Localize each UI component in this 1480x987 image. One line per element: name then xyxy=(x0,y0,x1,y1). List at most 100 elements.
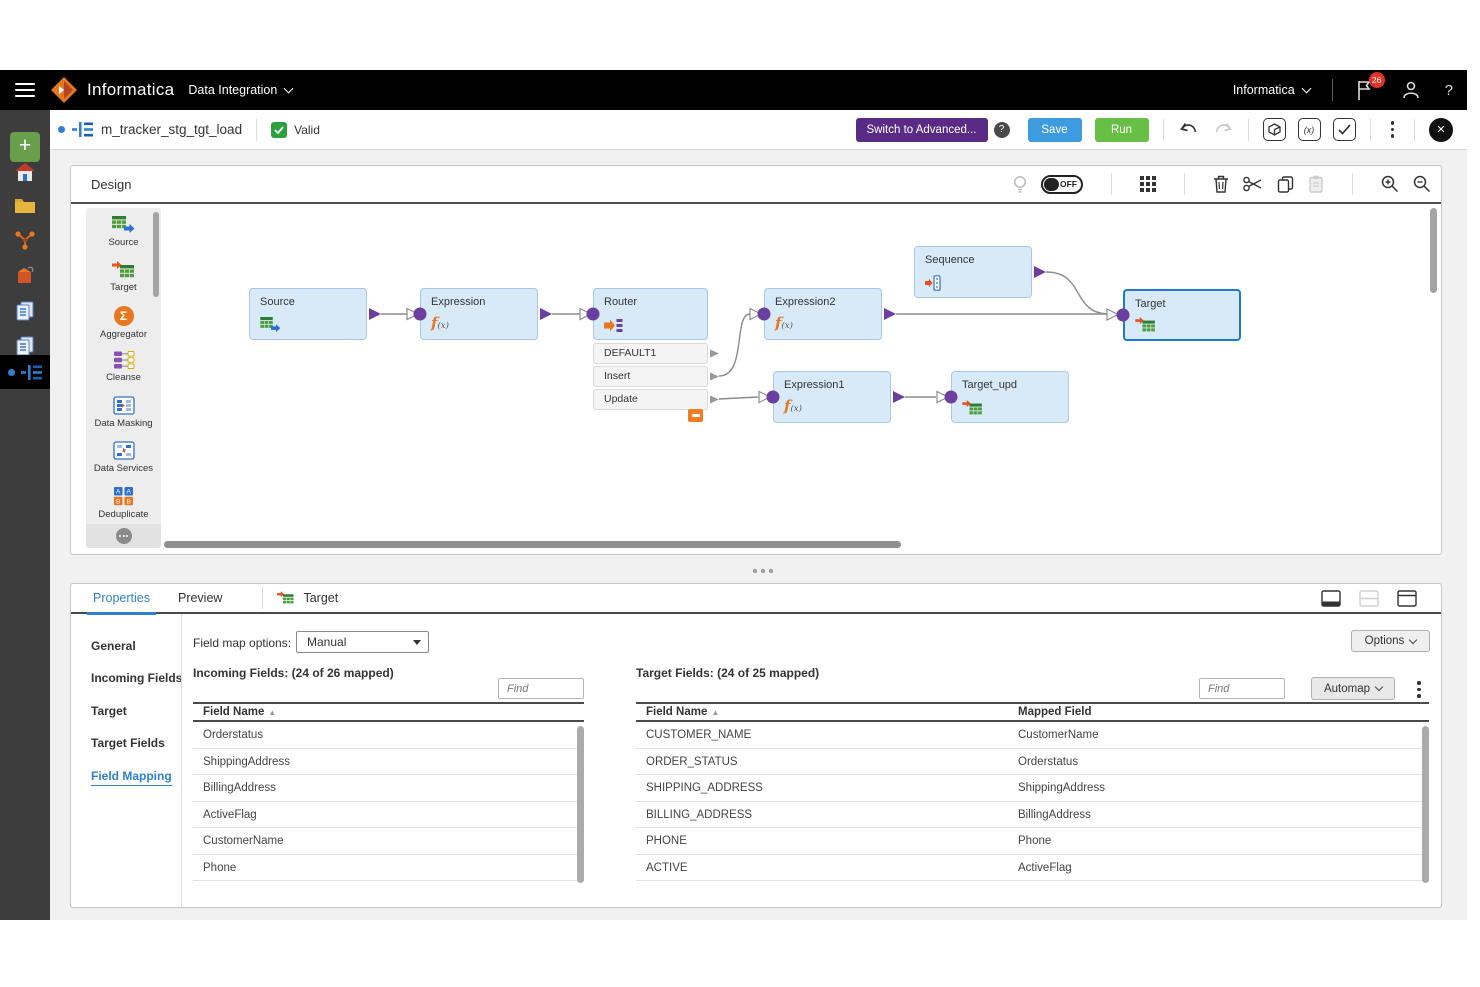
more-actions-menu[interactable] xyxy=(1385,119,1401,140)
palette-item-data-services[interactable]: Data Services xyxy=(86,441,161,474)
incoming-fields-title: Incoming Fields: (24 of 26 mapped) xyxy=(193,666,394,680)
table-row[interactable]: Orderstatus xyxy=(193,722,584,749)
canvas-node-router[interactable]: Router xyxy=(593,288,708,340)
cut-icon[interactable] xyxy=(1243,176,1263,192)
palette-item-aggregator[interactable]: Σ Aggregator xyxy=(86,306,161,340)
data-model-icon[interactable] xyxy=(1262,118,1286,141)
package-icon[interactable] xyxy=(14,264,36,286)
palette-item-target[interactable]: Target xyxy=(86,261,161,293)
explore-folder-icon[interactable] xyxy=(14,196,36,214)
target-table-menu[interactable] xyxy=(1411,679,1427,700)
layout-split-panel-icon[interactable] xyxy=(1359,589,1379,607)
canvas-node-source[interactable]: Source xyxy=(249,288,367,340)
canvas-node-expression1[interactable]: Expression1 f(x) xyxy=(773,371,891,423)
layout-top-panel-icon[interactable] xyxy=(1397,589,1417,607)
user-icon[interactable] xyxy=(1401,80,1421,100)
switch-to-advanced-button[interactable]: Switch to Advanced... xyxy=(855,117,988,142)
validate-icon[interactable] xyxy=(1332,118,1356,141)
grid-view-icon[interactable] xyxy=(1140,176,1156,192)
help-button[interactable]: ? xyxy=(1444,81,1453,99)
router-group-update[interactable]: Update xyxy=(593,389,708,410)
router-group-default1[interactable]: DEFAULT1 xyxy=(593,343,708,364)
canvas-node-sequence[interactable]: Sequence xyxy=(914,246,1032,298)
notifications-button[interactable]: 26 xyxy=(1355,72,1385,101)
close-icon[interactable]: ✕ xyxy=(1429,117,1453,142)
menu-icon[interactable] xyxy=(15,83,35,97)
copy-icon[interactable] xyxy=(1277,175,1294,193)
canvas-node-expression2[interactable]: Expression2 f(x) xyxy=(764,288,882,340)
save-button[interactable]: Save xyxy=(1027,117,1082,142)
router-group-insert[interactable]: Insert xyxy=(593,366,708,387)
org-selector[interactable]: Informatica xyxy=(1232,83,1295,97)
options-button[interactable]: Options xyxy=(1351,630,1430,652)
org-chevron-down-icon[interactable] xyxy=(1301,83,1312,94)
svg-text:A: A xyxy=(116,489,121,496)
tab-properties[interactable]: Properties xyxy=(87,583,156,615)
collapse-warning-badge[interactable] xyxy=(688,409,703,422)
zoom-in-icon[interactable] xyxy=(1381,175,1399,193)
source-table-icon xyxy=(260,317,281,333)
svg-text:B: B xyxy=(116,498,120,505)
props-nav-incoming-fields[interactable]: Incoming Fields xyxy=(91,671,183,685)
canvas-node-target-upd[interactable]: Target_upd xyxy=(951,371,1069,423)
target-column-headers[interactable]: Field Name▲Mapped Field xyxy=(636,702,1429,722)
chevron-down-icon xyxy=(1409,635,1418,644)
table-row[interactable]: ShippingAddress xyxy=(193,749,584,775)
props-nav-target[interactable]: Target xyxy=(91,704,127,718)
field-map-options-select[interactable]: Manual xyxy=(296,631,429,653)
home-icon[interactable] xyxy=(14,162,36,182)
node-label: Target xyxy=(1135,298,1166,310)
recommendations-toggle[interactable]: OFF xyxy=(1041,174,1083,194)
documents-icon[interactable] xyxy=(14,300,36,322)
table-row[interactable]: CustomerName xyxy=(193,828,584,855)
bulb-recommendations-icon[interactable] xyxy=(1013,175,1027,194)
target-table-scrollbar[interactable] xyxy=(1422,726,1429,883)
documents2-icon[interactable] xyxy=(14,335,36,357)
palette-item-source[interactable]: Source xyxy=(86,216,161,248)
table-row[interactable]: BillingAddress xyxy=(193,775,584,802)
table-row[interactable]: Phone xyxy=(193,855,584,881)
divider xyxy=(1247,118,1249,141)
redo-icon[interactable] xyxy=(1212,121,1234,138)
palette-more-icon[interactable] xyxy=(115,528,132,544)
info-icon[interactable]: ? xyxy=(993,121,1010,138)
props-nav-field-mapping[interactable]: Field Mapping xyxy=(91,769,172,786)
props-nav-general[interactable]: General xyxy=(91,639,136,653)
canvas-vertical-scrollbar[interactable] xyxy=(1430,208,1437,293)
tab-preview[interactable]: Preview xyxy=(177,591,223,605)
lineage-icon[interactable] xyxy=(14,230,36,250)
parameters-icon[interactable]: (x) xyxy=(1297,118,1321,141)
run-button[interactable]: Run xyxy=(1094,117,1149,142)
data-services-icon xyxy=(112,441,135,460)
target-find-input[interactable] xyxy=(1199,678,1285,699)
props-nav-target-fields[interactable]: Target Fields xyxy=(91,736,165,750)
canvas-node-expression[interactable]: Expression f(x) xyxy=(420,288,538,340)
incoming-table-scrollbar[interactable] xyxy=(577,726,584,883)
canvas-horizontal-scrollbar[interactable] xyxy=(164,541,901,548)
automap-button[interactable]: Automap xyxy=(1311,677,1395,700)
incoming-find-input[interactable] xyxy=(498,678,584,699)
active-mapping-rail-item[interactable] xyxy=(0,355,50,389)
node-label: Router xyxy=(604,296,638,308)
palette-item-cleanse[interactable]: Cleanse xyxy=(86,351,161,383)
delete-icon[interactable] xyxy=(1213,175,1229,193)
app-switch-chevron-down-icon[interactable] xyxy=(283,83,294,94)
incoming-column-header[interactable]: Field Name▲ xyxy=(193,702,584,722)
table-row[interactable]: ActiveFlag xyxy=(193,802,584,828)
zoom-out-icon[interactable] xyxy=(1413,175,1431,193)
panel-splitter-handle[interactable] xyxy=(753,569,773,573)
palette-scrollbar[interactable] xyxy=(153,212,159,297)
new-asset-button[interactable]: + xyxy=(10,132,40,162)
mapped-field-header[interactable]: Mapped Field xyxy=(1018,706,1092,718)
palette-item-data-masking[interactable]: Data Masking xyxy=(86,396,161,429)
canvas-node-target[interactable]: Target xyxy=(1123,289,1241,341)
undo-icon[interactable] xyxy=(1178,121,1200,138)
layout-bottom-panel-icon[interactable] xyxy=(1321,589,1341,607)
